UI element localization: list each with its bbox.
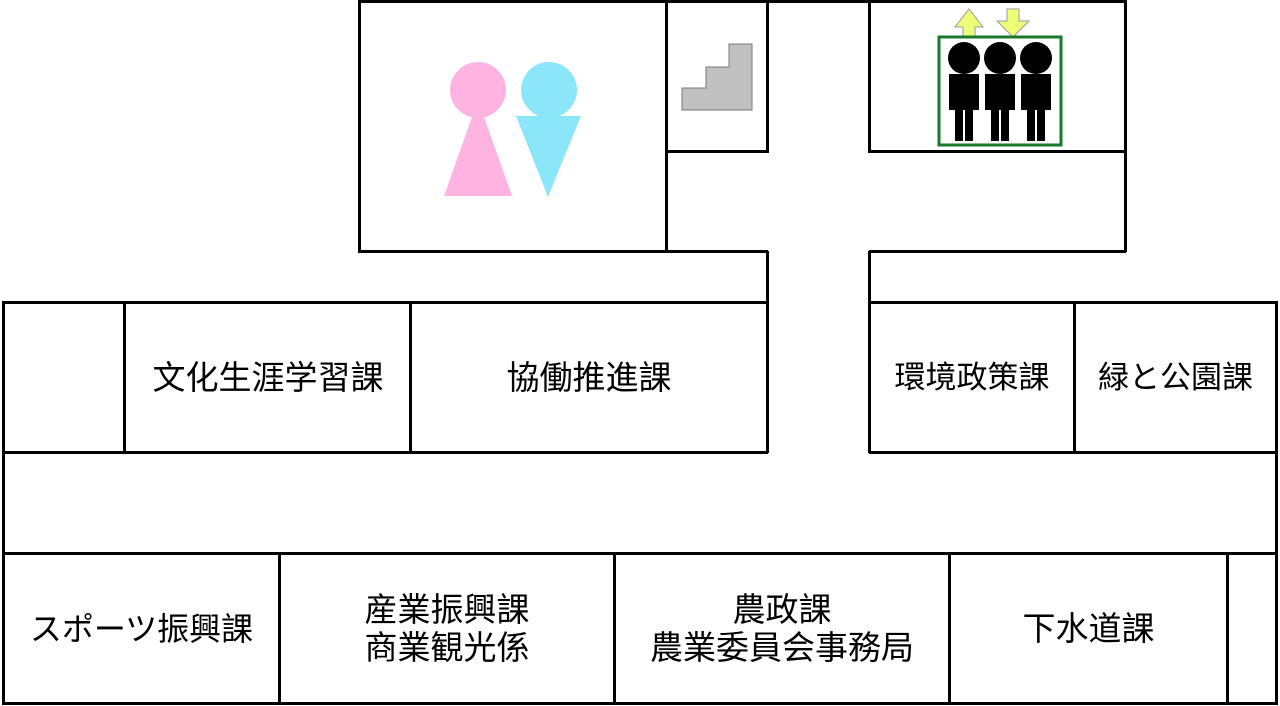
room-gesuido: 下水道課 — [951, 555, 1226, 702]
down-arrow-icon — [995, 8, 1031, 38]
room-sangyo-shinko: 産業振興課 商業観光係 — [281, 555, 613, 702]
elevator-room-wall — [868, 0, 1127, 153]
room-nosei: 農政課 農業委員会事務局 — [616, 555, 948, 702]
room-label: 農政課 — [732, 589, 832, 629]
elevator-icon — [937, 8, 1063, 147]
room-label: 下水道課 — [1022, 608, 1155, 648]
room-label: 文化生涯学習課 — [152, 358, 384, 397]
room-label: 産業振興課 — [364, 589, 530, 629]
female-figure-icon — [444, 62, 512, 196]
room-sublabel: 商業観光係 — [364, 627, 530, 667]
room-label: 環境政策課 — [894, 360, 1050, 396]
male-figure-icon — [516, 62, 581, 197]
room-bunka-shogai-gakushu: 文化生涯学習課 — [126, 304, 410, 452]
room-label: スポーツ振興課 — [29, 609, 254, 648]
room-kankyo-seisaku: 環境政策課 — [871, 304, 1073, 452]
room-sublabel: 農業委員会事務局 — [650, 627, 914, 667]
room-label: 協働推進課 — [506, 358, 672, 397]
stairs-icon — [681, 43, 753, 111]
up-arrow-icon — [953, 8, 985, 38]
stairs-room-wall — [665, 0, 769, 153]
room-sports-shinko: スポーツ振興課 — [5, 555, 278, 702]
restroom-icon — [444, 62, 581, 197]
room-midori-koen: 緑と公園課 — [1076, 304, 1275, 452]
room-label: 緑と公園課 — [1098, 360, 1253, 396]
room-kyodo-suishin: 協働推進課 — [412, 304, 766, 452]
